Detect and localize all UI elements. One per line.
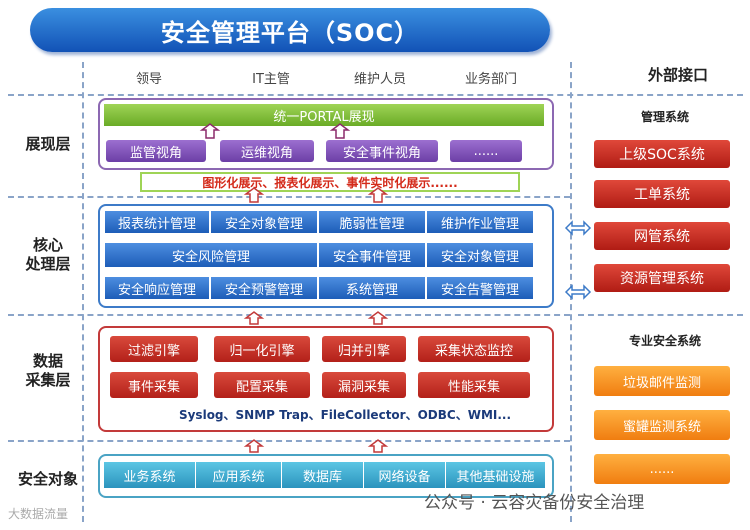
up-arrow-core-b [367, 187, 389, 203]
up-arrow-collection-a [243, 311, 265, 325]
up-arrow-presentation-a [199, 123, 221, 139]
ext-honeypot: 蜜罐监测系统 [594, 410, 730, 440]
vuln-collection: 漏洞采集 [322, 372, 406, 398]
up-arrow-core-a [243, 187, 265, 203]
view-security-events: 安全事件视角 [326, 140, 438, 162]
collection-status-monitor: 采集状态监控 [418, 336, 530, 362]
portal-bar: 统一PORTAL展现 [104, 104, 544, 126]
view-supervision: 监管视角 [106, 140, 206, 162]
collection-protocols: Syslog、SNMP Trap、FileCollector、ODBC、WMI.… [178, 408, 512, 422]
layer-label-core: 核心 处理层 [8, 236, 88, 274]
layer-label-objects: 安全对象 [17, 470, 78, 488]
management-systems-title: 管理系统 [640, 110, 689, 124]
role-it-head: IT主管 [252, 72, 290, 87]
role-maintainer: 维护人员 [353, 72, 406, 87]
role-leader: 领导 [135, 72, 162, 87]
display-modes-strip: 图形化展示、报表化展示、事件实时化展示...... [140, 172, 520, 192]
core-vulnerability: 脆弱性管理 [318, 210, 426, 234]
left-divider [82, 62, 84, 522]
object-network-devices: 网络设备 [364, 462, 446, 488]
core-event-mgmt: 安全事件管理 [318, 242, 426, 268]
ext-network-mgmt: 网管系统 [594, 222, 730, 250]
core-system-mgmt: 系统管理 [318, 276, 426, 300]
view-more: ...... [450, 140, 522, 162]
core-object-mgmt-a: 安全对象管理 [210, 210, 318, 234]
perf-collection: 性能采集 [418, 372, 530, 398]
external-interface-title: 外部接口 [647, 66, 708, 84]
role-business: 业务部门 [464, 72, 517, 87]
core-maintenance-ops: 维护作业管理 [426, 210, 534, 234]
ext-ticket-system: 工单系统 [594, 180, 730, 208]
up-arrow-presentation-b [329, 123, 351, 139]
divider-presentation [8, 196, 570, 198]
object-app-system: 应用系统 [196, 462, 282, 488]
ext-more: ...... [594, 454, 730, 484]
up-arrow-objects-b [367, 439, 389, 453]
up-arrow-objects-a [243, 439, 265, 453]
core-risk-mgmt: 安全风险管理 [104, 242, 318, 268]
ext-upper-soc: 上级SOC系统 [594, 140, 730, 168]
layer-label-core-line2: 处理层 [25, 255, 71, 273]
core-response-mgmt: 安全响应管理 [104, 276, 210, 300]
wechat-watermark: 公众号 · 云容灾备份安全治理 [424, 493, 645, 513]
core-warning-mgmt: 安全预警管理 [210, 276, 318, 300]
core-object-mgmt-b: 安全对象管理 [426, 242, 534, 268]
up-arrow-collection-b [367, 311, 389, 325]
layer-label-collection-line2: 采集层 [25, 371, 71, 389]
layer-label-collection-line1: 数据 [32, 352, 63, 370]
core-report-stats: 报表统计管理 [104, 210, 210, 234]
ext-spam-monitor: 垃圾邮件监测 [594, 366, 730, 396]
event-collection: 事件采集 [110, 372, 198, 398]
security-systems-title: 专业安全系统 [628, 334, 701, 348]
corner-watermark: 大数据流量 [8, 507, 69, 521]
bidirectional-arrow-bottom [564, 284, 592, 300]
page-title: 安全管理平台（SOC） [30, 8, 550, 52]
merge-engine: 归并引擎 [322, 336, 406, 362]
divider-collection [8, 440, 570, 442]
bidirectional-arrow-top [564, 220, 592, 236]
layer-label-collection: 数据 采集层 [8, 352, 88, 390]
layer-label-presentation: 展现层 [25, 135, 71, 153]
core-alarm-mgmt: 安全告警管理 [426, 276, 534, 300]
object-business-system: 业务系统 [104, 462, 196, 488]
view-operations: 运维视角 [220, 140, 314, 162]
config-collection: 配置采集 [214, 372, 310, 398]
object-database: 数据库 [282, 462, 364, 488]
object-other-infra: 其他基础设施 [446, 462, 546, 488]
header-divider [8, 94, 743, 96]
normalization-engine: 归一化引擎 [214, 336, 310, 362]
divider-core [8, 314, 570, 316]
divider-external [578, 314, 743, 316]
layer-label-core-line1: 核心 [32, 236, 63, 254]
filter-engine: 过滤引擎 [110, 336, 198, 362]
ext-resource-mgmt: 资源管理系统 [594, 264, 730, 292]
